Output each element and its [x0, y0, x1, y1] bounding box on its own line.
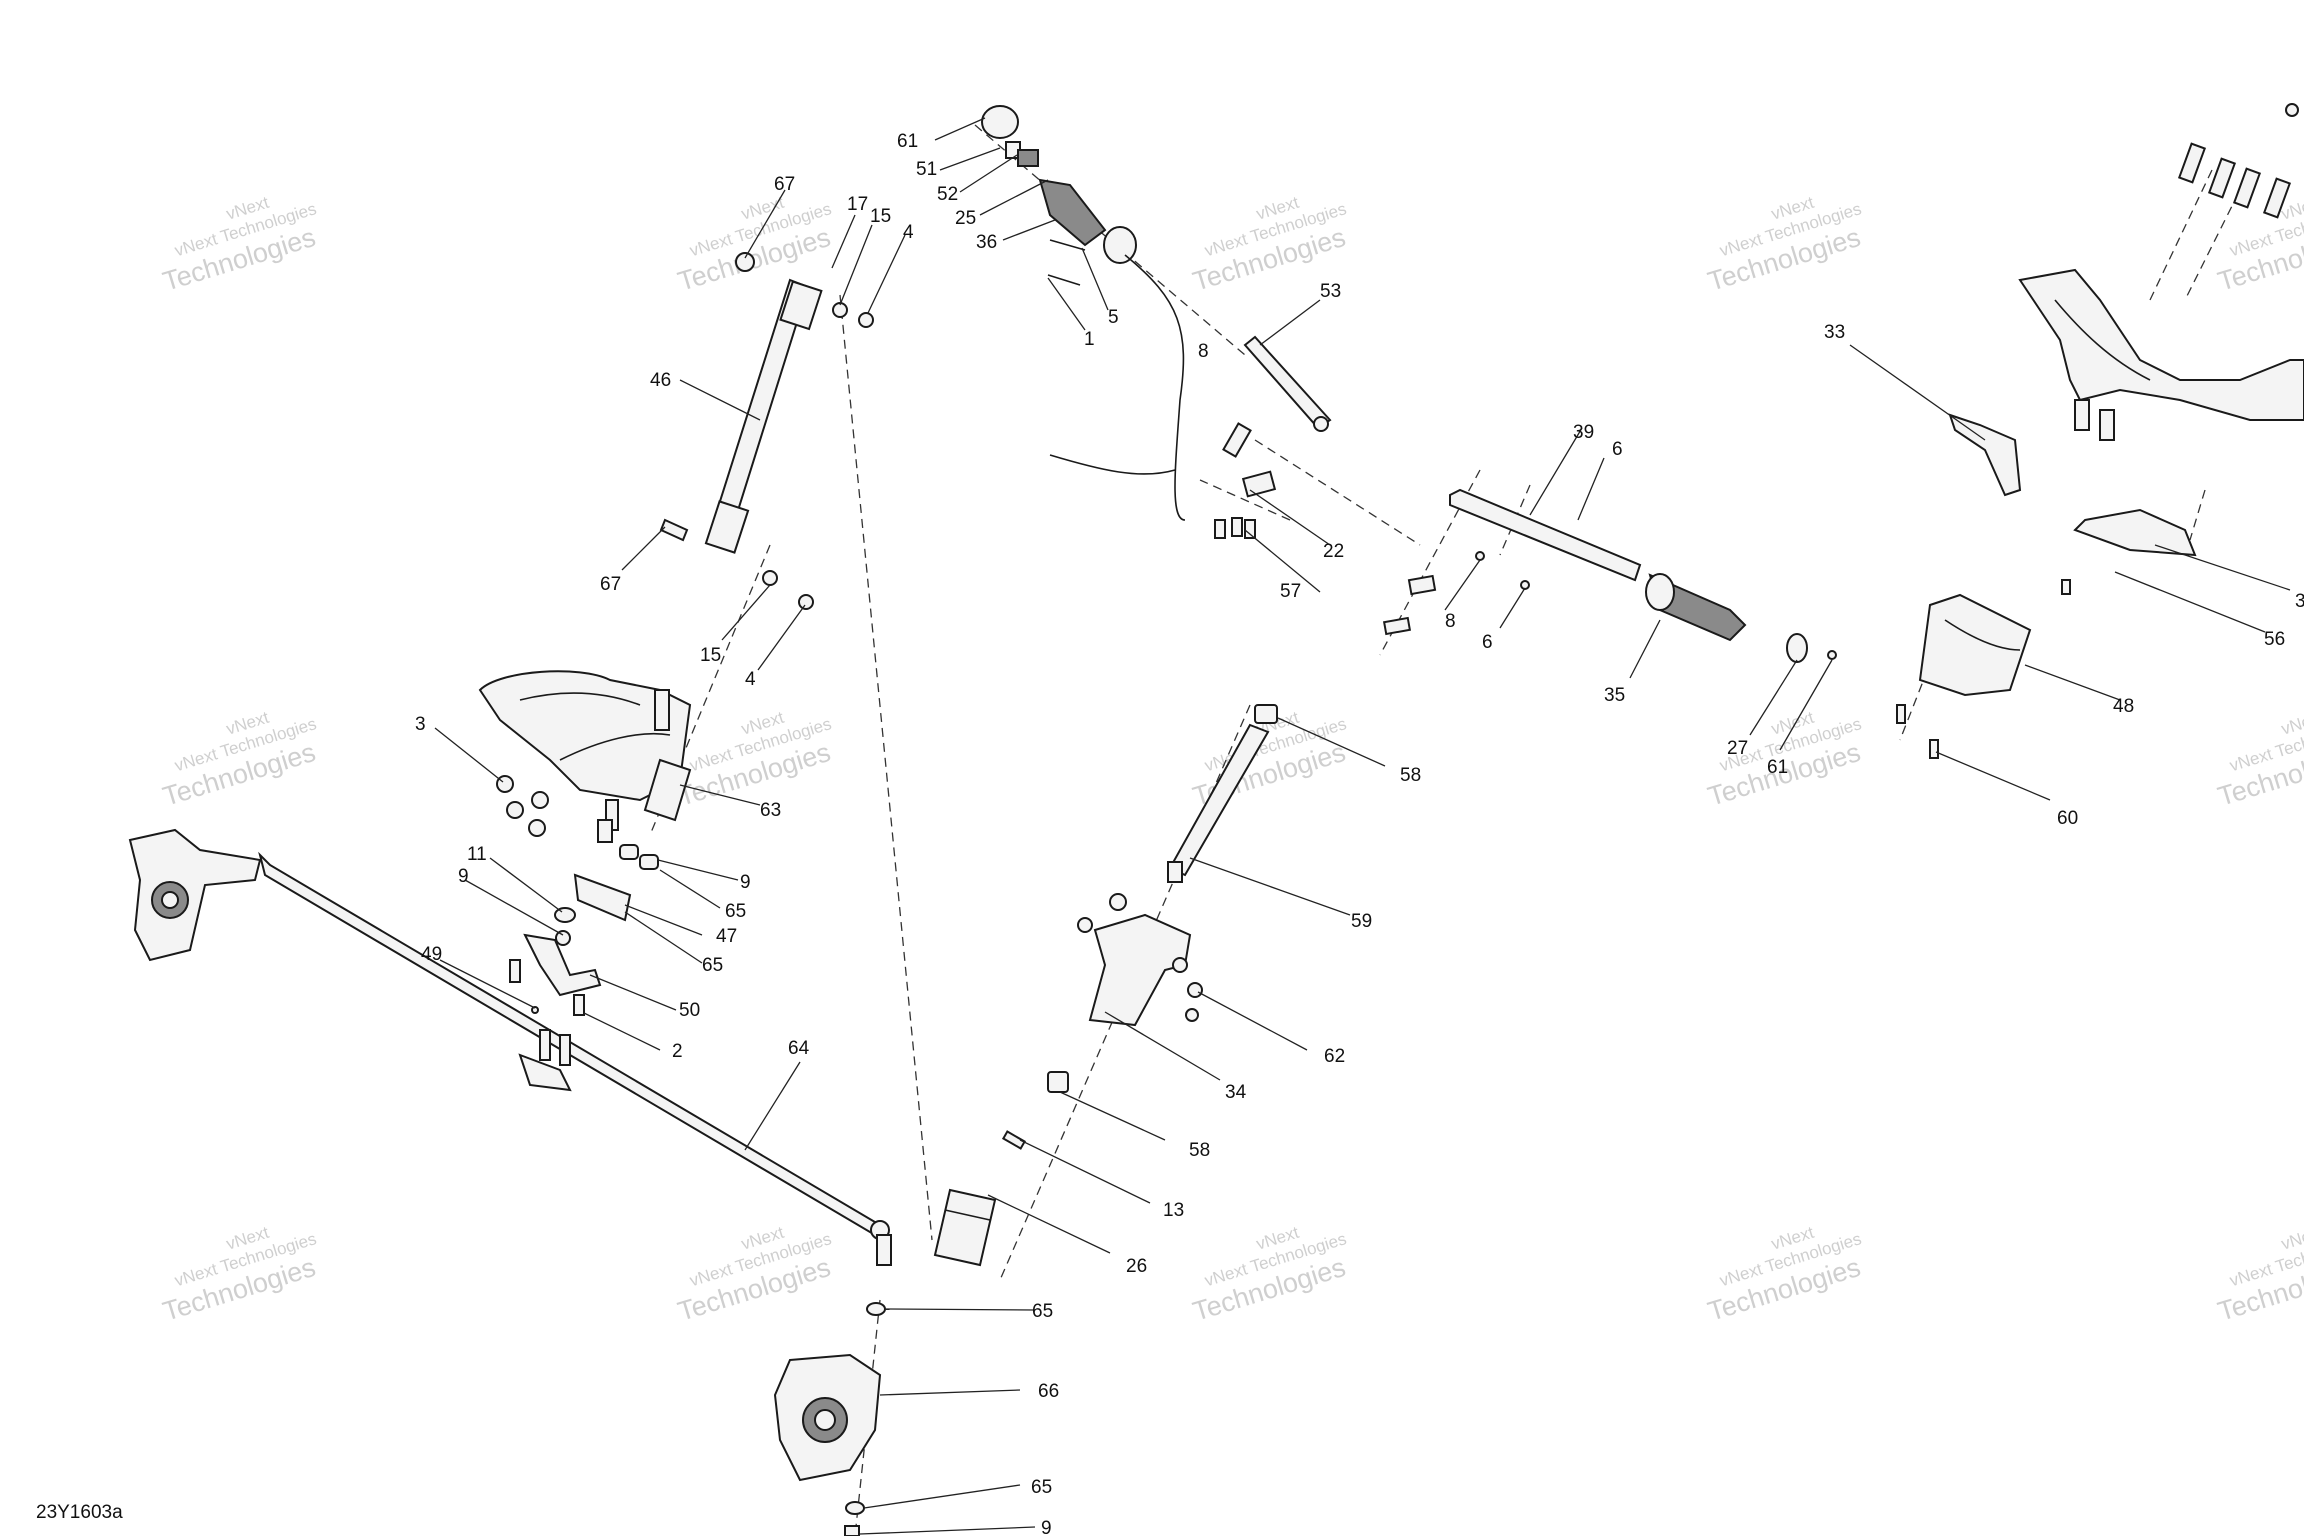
- callout-label: 50: [679, 1000, 700, 1021]
- callout-label: 26: [1126, 1256, 1147, 1277]
- callout-label: 27: [1727, 738, 1748, 759]
- callout-label: 4: [745, 669, 756, 690]
- callout-label: 65: [725, 901, 746, 922]
- callout-label: 2: [672, 1041, 683, 1062]
- callout-label: 9: [458, 866, 469, 887]
- callout-label: 65: [1031, 1477, 1052, 1498]
- callout-label: 22: [1323, 541, 1344, 562]
- watermark: vNext vNext Technologies Technologies: [2214, 1223, 2304, 1327]
- callout-label: 8: [1198, 341, 1209, 362]
- callout-label: 57: [1280, 581, 1301, 602]
- callout-label: 64: [788, 1038, 810, 1059]
- callout-label: 36: [976, 232, 997, 253]
- callout-label: 34: [1225, 1082, 1247, 1103]
- callout-label: 61: [1767, 757, 1788, 778]
- tie-rod: [258, 851, 892, 1266]
- callout-label: 47: [716, 926, 737, 947]
- watermark: vNext vNext Technologies Technologies: [1189, 193, 1349, 297]
- callout-label: 59: [1351, 911, 1372, 932]
- callout-label: 48: [2113, 696, 2134, 717]
- watermark: vNext vNext Technologies Technologies: [159, 1223, 319, 1327]
- callout-label: 62: [1324, 1046, 1345, 1067]
- leader-lines: [434, 117, 2291, 1535]
- steering-column-support: [1077, 893, 1203, 1027]
- steering-knuckle-left: [128, 828, 262, 962]
- watermark: vNext vNext Technologies Technologies: [674, 1223, 834, 1327]
- callout-label: 6: [1612, 439, 1623, 460]
- linkage: [509, 844, 659, 1016]
- callout-label: 25: [955, 208, 976, 229]
- callout-label: 8: [1445, 611, 1456, 632]
- diagram-code: 23Y1603a: [36, 1502, 123, 1523]
- cover-48: [1896, 579, 2071, 759]
- callout-label: 52: [937, 184, 958, 205]
- watermark: vNext vNext Technologies Technologies: [1189, 1223, 1349, 1327]
- upper-cover-assembly: [1948, 103, 2304, 557]
- callout-label: 1: [1084, 329, 1095, 350]
- handlebar-right: [1382, 488, 1837, 663]
- callout-label: 58: [1400, 765, 1421, 786]
- power-steering-unit: [478, 670, 692, 843]
- watermark: vNext vNext Technologies Technologies: [159, 193, 319, 297]
- callout-label: 13: [1163, 1200, 1184, 1221]
- boot: [933, 1071, 1069, 1267]
- watermark: vNext vNext Technologies Technologies: [674, 193, 834, 297]
- steering-knuckle-66: [773, 1302, 886, 1536]
- watermark: vNext vNext Technologies Technologies: [1704, 708, 1864, 812]
- callout-label: 9: [740, 872, 751, 893]
- cable-harness: [1049, 254, 1277, 539]
- callout-label: 51: [916, 159, 937, 180]
- watermark: vNext vNext Technologies Technologies: [2214, 708, 2304, 812]
- callout-label: 63: [760, 800, 781, 821]
- callout-label: 9: [1041, 1518, 1052, 1536]
- callout-label: 11: [467, 844, 487, 865]
- callout-label: 15: [700, 645, 721, 666]
- callout-label: 39: [1573, 422, 1594, 443]
- callout-label: 60: [2057, 808, 2078, 829]
- watermark: vNext vNext Technologies Technologies: [1704, 1223, 1864, 1327]
- callout-label: 3: [2295, 591, 2304, 612]
- callout-label: 6: [1482, 632, 1493, 653]
- callout-label: 66: [1038, 1381, 1059, 1402]
- assembly-axes: [649, 124, 2246, 1536]
- callout-label: 58: [1189, 1140, 1210, 1161]
- watermark: vNext vNext Technologies Technologies: [2214, 193, 2304, 297]
- callout-label: 56: [2264, 629, 2285, 650]
- callout-label: 67: [600, 574, 621, 595]
- callout-label: 67: [774, 174, 795, 195]
- watermark: vNext vNext Technologies Technologies: [159, 708, 319, 812]
- callout-label: 65: [1032, 1301, 1053, 1322]
- callout-label: 35: [1604, 685, 1625, 706]
- callout-label: 65: [702, 955, 723, 976]
- callout-label: 46: [650, 370, 671, 391]
- callout-labels: 67 17 15 4 46 67 15 4 3 63 11 9 9 65 47 …: [415, 131, 2304, 1536]
- callout-label: 3: [415, 714, 426, 735]
- watermarks: vNext vNext Technologies Technologies vN…: [159, 193, 2304, 1327]
- parts: [128, 103, 2304, 1536]
- steering-shaft: [659, 252, 874, 610]
- callout-label: 15: [870, 206, 891, 227]
- watermark: vNext vNext Technologies Technologies: [1704, 193, 1864, 297]
- callout-label: 53: [1320, 281, 1341, 302]
- steering-tube-59: [1167, 704, 1278, 883]
- callout-label: 5: [1108, 307, 1119, 328]
- handlebar-tube-53: [1243, 335, 1332, 432]
- callout-label: 49: [421, 944, 442, 965]
- callout-label: 61: [897, 131, 918, 152]
- callout-label: 33: [1824, 322, 1845, 343]
- callout-label: 17: [847, 194, 868, 215]
- callout-label: 4: [903, 222, 914, 243]
- handlebar-left-grip: [981, 105, 1137, 286]
